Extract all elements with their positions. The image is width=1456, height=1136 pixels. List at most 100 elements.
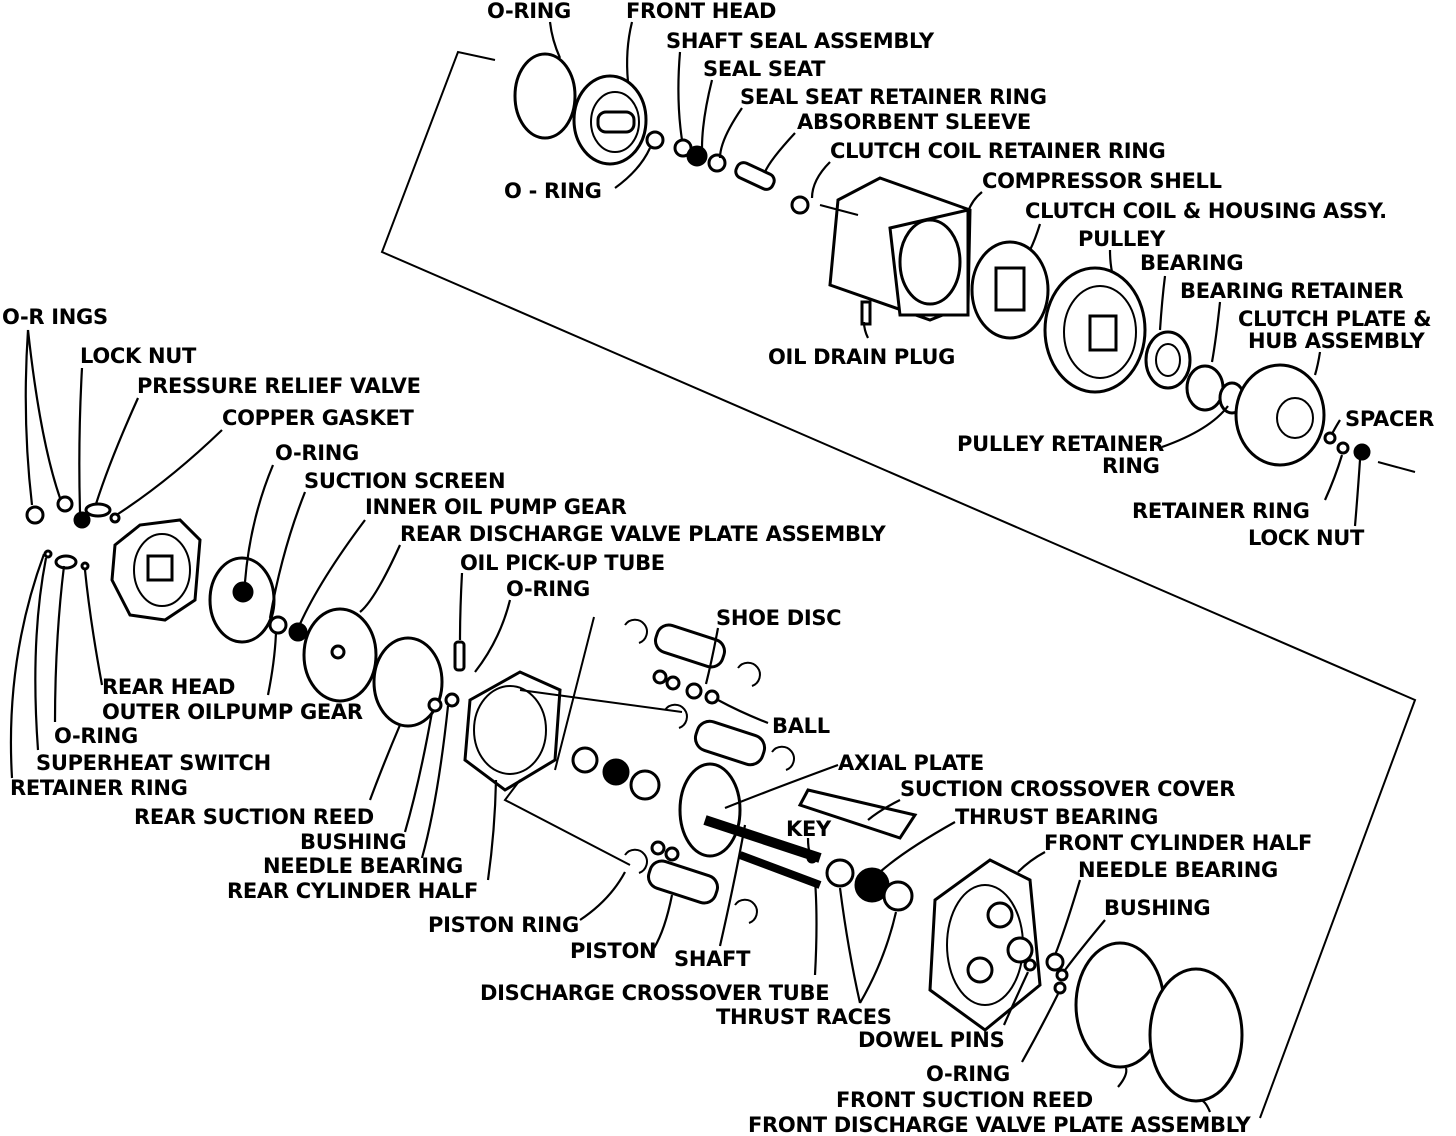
label-o-ring-bottom: O-RING bbox=[926, 1062, 1010, 1086]
label-bushing-rear: BUSHING bbox=[300, 830, 406, 854]
piston-ring-top-b bbox=[737, 661, 761, 687]
label-seal-seat-retainer-ring: SEAL SEAT RETAINER RING bbox=[740, 85, 1047, 109]
label-front-head: FRONT HEAD bbox=[626, 0, 776, 23]
label-front-suction-reed: FRONT SUCTION REED bbox=[836, 1088, 1093, 1112]
label-needle-bearing-front: NEEDLE BEARING bbox=[1078, 858, 1278, 882]
axial-plate-part bbox=[678, 762, 742, 858]
outer-oil-pump-gear-part bbox=[268, 615, 288, 635]
piston-top-part bbox=[654, 623, 726, 669]
label-clutch-coil-retainer-ring: CLUTCH COIL RETAINER RING bbox=[830, 139, 1165, 163]
label-o-rings: O-R INGS bbox=[2, 305, 108, 329]
label-thrust-bearing: THRUST BEARING bbox=[955, 805, 1158, 829]
absorbent-sleeve-part bbox=[734, 161, 776, 191]
rear-suction-reed-part bbox=[372, 636, 444, 728]
dowel-pin-part bbox=[1023, 958, 1037, 972]
label-rear-suction-reed: REAR SUCTION REED bbox=[134, 805, 374, 829]
compressor-shell-part bbox=[819, 176, 972, 322]
o-ring-small-part bbox=[80, 561, 90, 571]
bushing-front-part bbox=[1055, 968, 1069, 982]
label-seal-seat: SEAL SEAT bbox=[703, 57, 826, 81]
oil-drain-plug-part bbox=[860, 300, 872, 326]
label-superheat-switch: SUPERHEAT SWITCH bbox=[36, 751, 271, 775]
piston-bottom-part bbox=[647, 859, 719, 905]
label-compressor-shell: COMPRESSOR SHELL bbox=[982, 169, 1222, 193]
label-pulley: PULLEY bbox=[1078, 227, 1166, 251]
piston-ring-mid-a bbox=[664, 703, 688, 729]
front-parts bbox=[513, 52, 1371, 467]
ball-b bbox=[665, 675, 681, 691]
label-bearing: BEARING bbox=[1140, 251, 1243, 275]
seal-seat-part bbox=[686, 145, 708, 167]
ball-a bbox=[652, 669, 668, 685]
label-shaft-seal-assembly: SHAFT SEAL ASSEMBLY bbox=[666, 29, 935, 53]
label-key: KEY bbox=[786, 817, 832, 841]
thrust-race-b bbox=[882, 880, 914, 912]
label-shaft: SHAFT bbox=[674, 947, 751, 971]
label-copper-gasket: COPPER GASKET bbox=[222, 406, 415, 430]
label-shoe-disc: SHOE DISC bbox=[716, 606, 841, 630]
retainer-ring-right-part bbox=[1336, 441, 1350, 455]
retainer-ring-left-part bbox=[43, 549, 53, 559]
o-ring-front-part bbox=[645, 130, 665, 150]
piston-ring-mid-b bbox=[771, 745, 795, 771]
rear-head-part bbox=[110, 518, 202, 622]
bushing-rear-part bbox=[427, 697, 443, 713]
label-pressure-relief-valve: PRESSURE RELIEF VALVE bbox=[137, 374, 421, 398]
clutch-coil-housing-part bbox=[970, 240, 1050, 340]
o-ring-top-part bbox=[513, 52, 577, 140]
shoe-disc-part bbox=[685, 682, 703, 700]
label-lock-nut-right: LOCK NUT bbox=[1248, 526, 1365, 550]
piston-mid-part bbox=[693, 719, 767, 767]
label-pulley-retainer-2: RING bbox=[1102, 454, 1160, 478]
suction-screen-part bbox=[232, 581, 254, 603]
label-piston-ring: PISTON RING bbox=[428, 913, 579, 937]
label-retainer-ring-left: RETAINER RING bbox=[10, 776, 188, 800]
label-o-ring-front: O - RING bbox=[504, 179, 602, 203]
thrust-race-a bbox=[825, 858, 855, 888]
label-lock-nut-left: LOCK NUT bbox=[80, 344, 197, 368]
label-o-ring-left: O-RING bbox=[54, 724, 138, 748]
assembly-frame bbox=[380, 50, 1417, 1119]
bearing-part bbox=[1144, 330, 1192, 390]
pulley-part bbox=[1043, 266, 1147, 394]
key-part bbox=[806, 852, 818, 864]
suction-crossover-cover-part bbox=[797, 788, 918, 840]
o-ring-bottom-part bbox=[1053, 981, 1067, 995]
label-suction-screen: SUCTION SCREEN bbox=[304, 469, 505, 493]
front-head-part bbox=[572, 74, 648, 166]
shaft-part bbox=[703, 815, 822, 863]
piston-ring-bottom-b bbox=[734, 898, 758, 924]
label-clutch-plate-2: HUB ASSEMBLY bbox=[1248, 329, 1426, 353]
label-pulley-retainer-1: PULLEY RETAINER bbox=[957, 432, 1164, 456]
rear-discharge-plate-part bbox=[302, 607, 378, 703]
copper-gasket-part bbox=[109, 512, 121, 524]
label-o-ring-pickup: O-RING bbox=[506, 577, 590, 601]
label-rear-discharge-valve-plate: REAR DISCHARGE VALVE PLATE ASSEMBLY bbox=[400, 522, 886, 546]
label-bearing-retainer: BEARING RETAINER bbox=[1180, 279, 1403, 303]
label-front-discharge-valve-plate: FRONT DISCHARGE VALVE PLATE ASSEMBLY bbox=[748, 1113, 1252, 1136]
label-retainer-ring-right: RETAINER RING bbox=[1132, 499, 1310, 523]
label-ball: BALL bbox=[772, 714, 830, 738]
label-rear-cylinder-half: REAR CYLINDER HALF bbox=[227, 879, 478, 903]
label-discharge-crossover-tube: DISCHARGE CROSSOVER TUBE bbox=[480, 981, 829, 1005]
label-piston: PISTON bbox=[570, 939, 656, 963]
lock-nut-left-part bbox=[73, 511, 91, 529]
ball-c bbox=[704, 689, 720, 705]
piston-ring-bottom-a bbox=[624, 848, 648, 874]
rear-cylinder-half-part bbox=[463, 670, 562, 792]
label-absorbent-sleeve: ABSORBENT SLEEVE bbox=[797, 110, 1031, 134]
clutch-plate-part bbox=[1234, 363, 1326, 467]
label-o-ring-rear: O-RING bbox=[275, 441, 359, 465]
label-dowel-pins: DOWEL PINS bbox=[858, 1028, 1004, 1052]
label-oil-pickup-tube: OIL PICK-UP TUBE bbox=[460, 551, 665, 575]
label-needle-bearing-rear: NEEDLE BEARING bbox=[263, 854, 463, 878]
label-clutch-plate-1: CLUTCH PLATE & bbox=[1238, 307, 1431, 331]
piston-ring-top-a bbox=[624, 618, 648, 644]
label-oil-drain-plug: OIL DRAIN PLUG bbox=[768, 345, 955, 369]
o-ring-left-a bbox=[25, 505, 45, 525]
front-cylinder-half-part bbox=[928, 858, 1042, 1032]
front-cylinder-parts bbox=[928, 858, 1244, 1103]
inner-oil-pump-gear-part bbox=[288, 622, 308, 642]
